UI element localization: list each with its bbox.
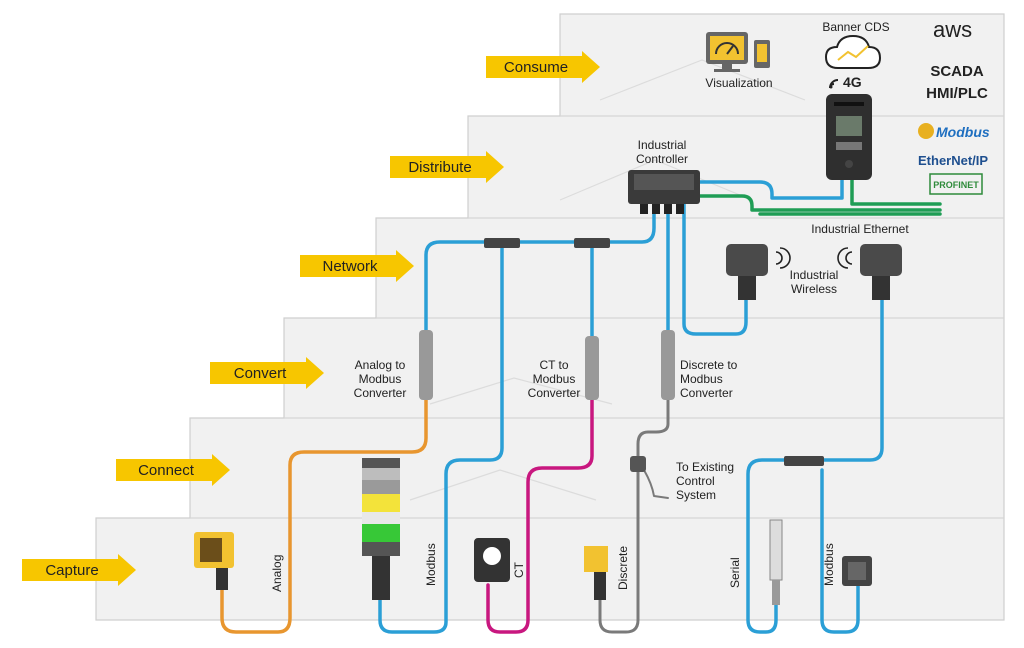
hmi-plc-label: HMI/PLC <box>926 85 988 102</box>
staircase-background <box>95 13 1005 621</box>
aws-logo: aws <box>933 17 973 42</box>
layer-arrow-distribute: Distribute <box>390 151 504 183</box>
modbus-cable-label-1: Modbus <box>424 543 438 586</box>
cables <box>220 178 942 634</box>
discrete-cable-label: Discrete <box>616 545 630 590</box>
discrete-sensor <box>584 546 608 600</box>
visualization-label: Visualization <box>705 76 773 90</box>
existing-system-label: To Existing Control System <box>676 460 735 502</box>
layer-arrow-consume: Consume <box>486 51 600 83</box>
ct-sensor <box>474 538 510 582</box>
cellular-gateway-device <box>826 94 872 180</box>
banner-cds-label: Banner CDS <box>822 20 890 34</box>
industrial-controller-device <box>628 170 700 214</box>
profinet-logo: PROFINET <box>929 173 983 195</box>
analog-sensor <box>194 532 234 590</box>
layer-arrow-capture: Capture <box>22 554 136 586</box>
layer-arrow-label: Capture <box>45 562 98 579</box>
discrete-converter-label: Discrete to Modbus Converter <box>680 358 738 400</box>
layer-arrow-connect: Connect <box>116 454 230 486</box>
ct-cable-label: CT <box>512 562 526 578</box>
svg-text:PROFINET: PROFINET <box>933 180 979 190</box>
svg-text:EtherNet/IP: EtherNet/IP <box>918 153 988 168</box>
ethernet-ip-logo: EtherNet/IP <box>918 153 988 168</box>
layer-arrow-label: Network <box>322 258 378 275</box>
industrial-wireless-label: Industrial Wireless <box>789 268 839 296</box>
cellular-4g-label: 4G <box>843 74 862 90</box>
wireless-node-right <box>837 244 902 300</box>
cloud-icon <box>824 34 882 69</box>
modbus-sensor-box <box>842 556 872 586</box>
tower-light <box>362 458 400 600</box>
serial-cable-label: Serial <box>728 557 742 588</box>
wireless-node-left <box>726 244 791 300</box>
serial-probe <box>769 519 783 605</box>
industrial-ethernet-label: Industrial Ethernet <box>811 222 909 236</box>
svg-text:Modbus: Modbus <box>936 124 990 140</box>
modbus-logo: Modbus <box>918 123 990 140</box>
modbus-cable-label-2: Modbus <box>822 543 836 586</box>
visualization-monitor-icon <box>706 32 770 72</box>
cellular-signal-icon <box>829 79 839 89</box>
scada-label: SCADA <box>930 63 984 80</box>
layer-arrow-label: Connect <box>138 462 195 479</box>
analog-cable-label: Analog <box>270 554 284 592</box>
tee-connectors <box>484 238 824 472</box>
layer-arrow-convert: Convert <box>210 357 324 389</box>
layer-arrow-label: Consume <box>504 59 568 76</box>
analog-converter-label: Analog to Modbus Converter <box>353 358 407 400</box>
ct-converter-label: CT to Modbus Converter <box>527 358 581 400</box>
layer-arrow-label: Convert <box>234 365 287 382</box>
layer-arrow-label: Distribute <box>408 159 471 176</box>
converters <box>419 330 675 400</box>
layer-arrow-network: Network <box>300 250 414 282</box>
industrial-controller-label: Industrial Controller <box>635 138 689 166</box>
